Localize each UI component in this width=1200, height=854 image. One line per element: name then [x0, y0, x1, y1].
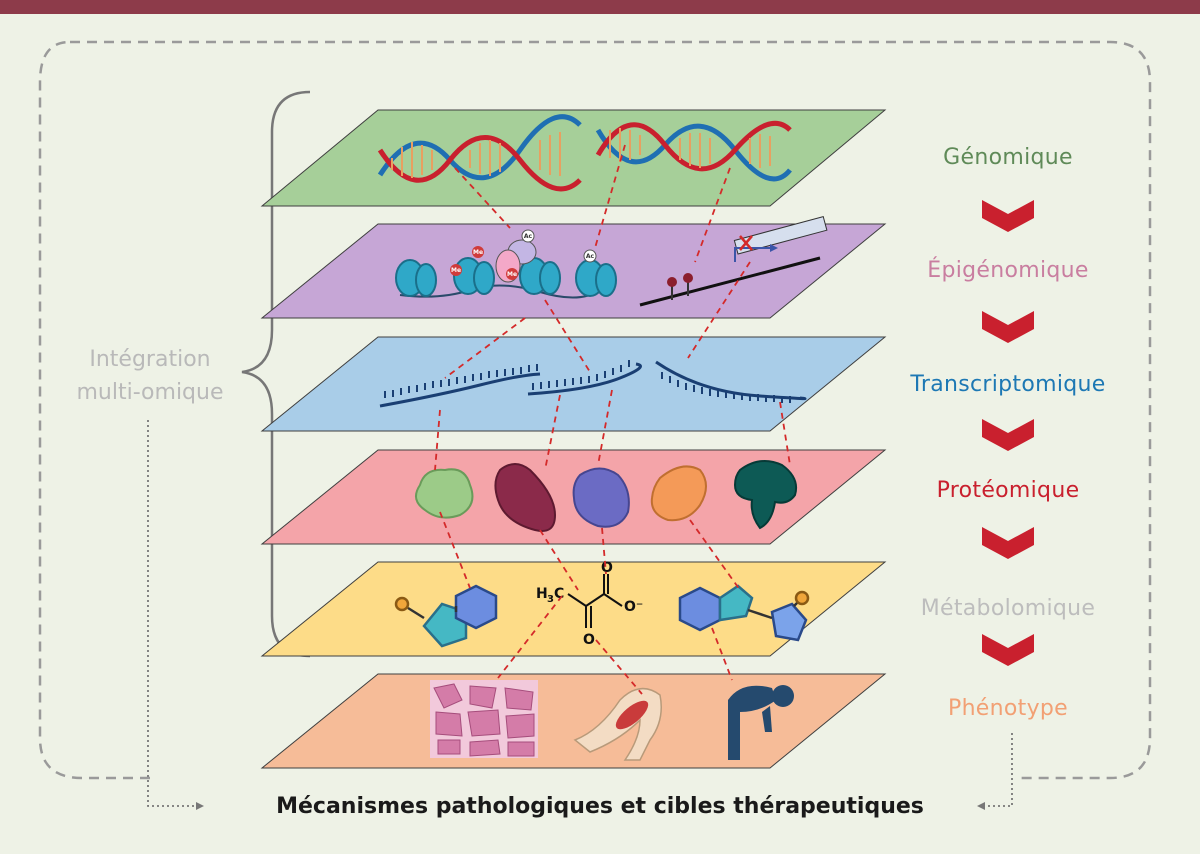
- arm-muscle-illustration: [573, 687, 662, 761]
- metabolite-left: [394, 584, 498, 648]
- plane-phenotype: [260, 673, 887, 769]
- svg-text:Ac: Ac: [586, 253, 595, 260]
- plane-metabolomique: [260, 561, 887, 657]
- dashed-frame: [38, 40, 1152, 780]
- svg-text:3: 3: [547, 594, 554, 605]
- svg-text:Me: Me: [451, 267, 461, 274]
- svg-text:C: C: [554, 586, 564, 602]
- cross-layer-links: [434, 144, 791, 695]
- integration-label-line2: multi-omique: [76, 380, 224, 405]
- top-accent-bar: [0, 0, 1200, 14]
- conclusion-arrows: [147, 420, 1013, 807]
- svg-text:Me: Me: [473, 249, 483, 256]
- label-metabolomique: Métabolomique: [920, 596, 1096, 621]
- curly-brace: [241, 90, 311, 658]
- mrna-ticks: [384, 360, 791, 403]
- label-proteomique: Protéomique: [936, 478, 1080, 503]
- svg-text:Me: Me: [507, 271, 517, 278]
- svg-text:Ac: Ac: [524, 233, 533, 240]
- integration-label: Intégration multi-omique: [50, 343, 250, 409]
- pyruvate-labels: H 3 C O O O⁻: [536, 560, 643, 648]
- label-epigenomique: Épigénomique: [927, 258, 1089, 283]
- label-genomique: Génomique: [943, 145, 1073, 170]
- mrna-strands: [379, 360, 807, 408]
- nucleosome-chain: Me Me Me Ac Ac: [395, 229, 617, 299]
- plane-genomique: [260, 109, 887, 207]
- muscle-histology: [430, 680, 538, 758]
- integration-label-line1: Intégration: [89, 347, 211, 372]
- svg-text:O: O: [601, 560, 613, 576]
- pyruvate-structure: [567, 574, 623, 628]
- conclusion-title: Mécanismes pathologiques et cibles théra…: [276, 794, 924, 819]
- label-phenotype: Phénotype: [948, 696, 1068, 721]
- svg-text:O: O: [583, 632, 595, 648]
- flow-chevrons: [982, 200, 1034, 666]
- svg-text:O⁻: O⁻: [624, 599, 643, 615]
- label-transcriptomique: Transcriptomique: [910, 372, 1106, 397]
- metabolite-right: [678, 584, 810, 642]
- svg-text:H: H: [536, 586, 548, 602]
- bent-person-icon: [728, 685, 794, 760]
- dna-helix-2: [595, 120, 792, 182]
- dna-helix-1: [377, 114, 582, 192]
- methylated-promoter: [639, 216, 828, 307]
- protein-blobs: [415, 460, 798, 532]
